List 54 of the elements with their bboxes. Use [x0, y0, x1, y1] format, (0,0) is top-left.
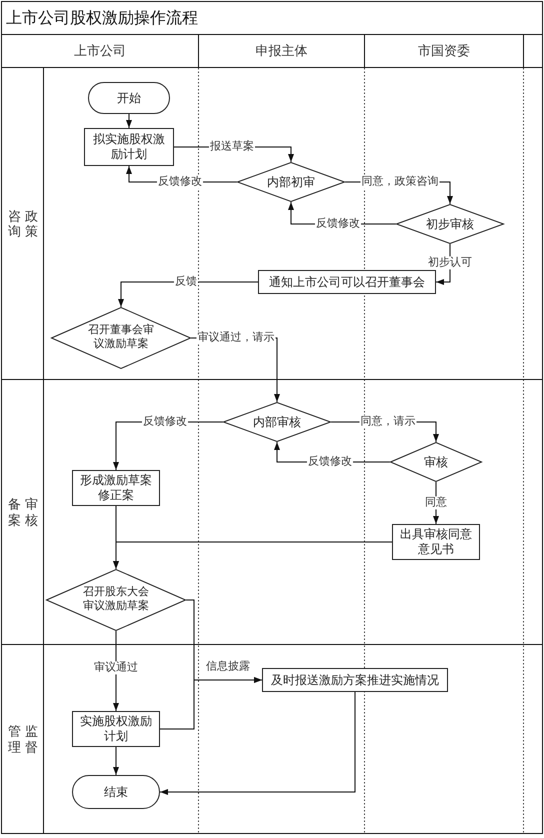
edge-label: 初步认可	[427, 256, 473, 270]
process-text: 出具审核同意意见书	[399, 527, 473, 557]
decision-text: 召开股东大会审议激励草案	[82, 586, 150, 614]
edge-label: 反馈修改	[307, 455, 353, 469]
flow-arrow	[433, 482, 439, 524]
decision-text: 审核	[424, 454, 448, 470]
flow-arrow	[126, 114, 132, 128]
edge-label: 报送草案	[209, 140, 255, 154]
process-box	[258, 270, 436, 294]
edge-label: 反馈修改	[142, 415, 188, 429]
process-text: 通知上市公司可以召开董事会	[269, 274, 425, 290]
process-text: 及时报送激励方案推进实施情况	[271, 672, 439, 688]
edge-label: 反馈修改	[157, 175, 203, 189]
edge-label: 审议通过	[93, 661, 139, 675]
decision-text: 初步审核	[426, 216, 474, 232]
decision-text: 内部审核	[253, 414, 301, 430]
edge-label: 信息披露	[205, 660, 251, 674]
decision-text: 内部初审	[267, 174, 315, 190]
lane-name: 申报主体	[256, 42, 308, 60]
flow-arrow	[160, 692, 356, 795]
decision-diamond	[46, 569, 186, 631]
flow-arrow	[113, 542, 392, 570]
lane-name: 上市公司	[74, 42, 126, 60]
process-box	[392, 524, 480, 560]
decision-diamond	[223, 402, 331, 442]
decision-diamond	[396, 204, 504, 244]
flow-arrow	[113, 746, 119, 776]
edge-label: 审议通过，请示	[196, 331, 276, 345]
process-text: 形成激励草案修正案	[79, 473, 153, 503]
edge-label: 同意，请示	[360, 415, 416, 429]
process-box	[84, 128, 174, 166]
decision-diamond	[390, 442, 482, 482]
process-text: 拟实施股权激励计划	[92, 132, 166, 162]
decision-diamond	[51, 307, 191, 369]
process-box	[262, 668, 448, 692]
decision-text: 召开董事会审议激励草案	[87, 324, 155, 352]
phase-label: 监督管理	[8, 723, 38, 755]
edge-label: 同意	[424, 496, 448, 510]
lane-name: 市国资委	[418, 42, 470, 60]
process-box	[72, 470, 160, 506]
phase-label: 审核备案	[8, 496, 38, 528]
flow-arrow	[118, 282, 258, 308]
edge-label: 同意，政策咨询	[360, 175, 440, 189]
decision-diamond	[237, 162, 345, 202]
swimlane-row	[2, 380, 542, 645]
process-text: 实施股权激励计划	[79, 714, 153, 744]
phase-label: 政策咨询	[8, 208, 38, 240]
diagram-title: 上市公司股权激励操作流程	[6, 8, 198, 29]
terminal-text: 结束	[104, 784, 128, 800]
terminal-text: 开始	[117, 90, 141, 106]
process-box	[72, 711, 160, 747]
edge-label: 反馈修改	[315, 217, 361, 231]
flow-arrow	[160, 677, 262, 730]
edge-label: 反馈	[174, 275, 198, 289]
